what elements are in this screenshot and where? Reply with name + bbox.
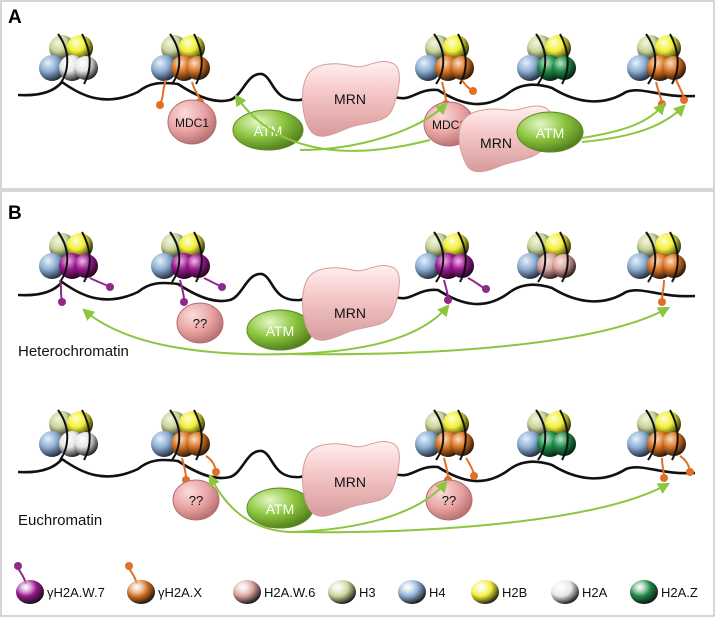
legend-label: H2A.Z [661, 585, 698, 600]
phospho-group-icon [125, 562, 133, 570]
euchromatin-label: Euchromatin [18, 512, 102, 529]
atm-protein: ATM [516, 111, 584, 153]
nucleosome [627, 409, 694, 482]
mrn-complex: MRN [302, 265, 400, 341]
unknown-reader-protein: ?? [176, 302, 224, 344]
legend-label: γH2A.X [158, 585, 202, 600]
phosphorylation-arrow [289, 306, 671, 356]
nucleosome [39, 33, 98, 85]
nucleosome [517, 409, 576, 461]
panel-a-letter: A [8, 7, 22, 28]
histone-swatch-icon [471, 580, 499, 604]
histone-swatch-icon [551, 580, 579, 604]
nucleosome [415, 231, 490, 304]
phosphorylation-arrow [289, 304, 450, 355]
histone-swatch-icon [233, 580, 261, 604]
legend-label: γH2A.W.7 [47, 585, 105, 600]
phosphorylation-arrow [82, 308, 291, 356]
heterochromatin-label: Heterochromatin [18, 343, 129, 360]
mrn-label: MRN [480, 135, 512, 151]
nucleosome [151, 231, 226, 306]
unknown-label: ?? [442, 493, 456, 508]
mrn-label: MRN [334, 305, 366, 321]
atm-protein: ATM [246, 487, 314, 529]
mrn-label: MRN [334, 474, 366, 490]
legend-label: H3 [359, 585, 376, 600]
panel-b-frame [0, 190, 715, 617]
phosphorylation-arrow [289, 480, 448, 533]
legend: γH2A.W.7 γH2A.X H2A.W.6 H3 H4 H2B H2A H2A.Z [14, 562, 698, 604]
histone-swatch-icon [328, 580, 356, 604]
histone-swatch-icon [398, 580, 426, 604]
histone-swatch-icon [630, 580, 658, 604]
nucleosome [151, 33, 210, 109]
panel-b-heterochromatin: ?? ATM MRN Heterochromatin [17, 231, 696, 360]
panel-b-letter: B [8, 203, 22, 224]
nucleosome [39, 409, 98, 461]
legend-item: H2A.Z [630, 580, 698, 604]
nucleosome [627, 231, 686, 306]
unknown-reader-protein: ?? [172, 479, 220, 521]
phosphorylation-arrow [289, 482, 671, 534]
nucleosome [517, 33, 576, 85]
phosphorylation-arrow [208, 473, 291, 533]
panel-b-euchromatin: ?? ATM MRN ?? Euchromatin [17, 409, 696, 534]
mdc1-protein: MDC1 [167, 99, 217, 145]
mrn-complex: MRN [302, 441, 400, 517]
legend-label: H4 [429, 585, 446, 600]
mdc1-label: MDC1 [175, 116, 209, 130]
histone-swatch-icon [127, 580, 155, 604]
panel-a-frame [0, 0, 715, 190]
phosphorylation-arrow [581, 104, 686, 143]
legend-label: H2B [502, 585, 527, 600]
mrn-complex: MRN [302, 61, 400, 137]
mrn-label: MRN [334, 91, 366, 107]
phosphorylation-arrow [299, 102, 448, 151]
nucleosome [627, 33, 688, 108]
atm-protein: ATM [232, 109, 304, 151]
legend-label: H2A.W.6 [264, 585, 315, 600]
atm-label: ATM [266, 501, 295, 517]
mdc1-label: MDC1 [432, 118, 466, 132]
legend-item: H2A [551, 580, 608, 604]
nucleosome [39, 231, 114, 306]
legend-item: H2A.W.6 [233, 580, 315, 604]
atm-label: ATM [254, 123, 283, 139]
nucleosome [415, 409, 478, 484]
legend-item: H2B [471, 580, 527, 604]
legend-item: γH2A.X [125, 562, 202, 604]
legend-item: H4 [398, 580, 446, 604]
nucleosome [517, 231, 576, 283]
histone-swatch-icon [16, 580, 44, 604]
legend-item: H3 [328, 580, 376, 604]
unknown-label: ?? [189, 493, 203, 508]
unknown-label: ?? [193, 316, 207, 331]
phosphorylation-arrow [581, 102, 666, 139]
atm-label: ATM [266, 323, 295, 339]
nucleosome [415, 33, 477, 108]
legend-label: H2A [582, 585, 608, 600]
panel-a: MDC1 ATM MRN MDC1 MRN ATM [17, 33, 696, 173]
unknown-reader-protein: ?? [425, 479, 473, 521]
phospho-group-icon [14, 562, 22, 570]
atm-label: ATM [536, 125, 565, 141]
legend-item: γH2A.W.7 [14, 562, 105, 604]
nucleosome [151, 409, 220, 484]
